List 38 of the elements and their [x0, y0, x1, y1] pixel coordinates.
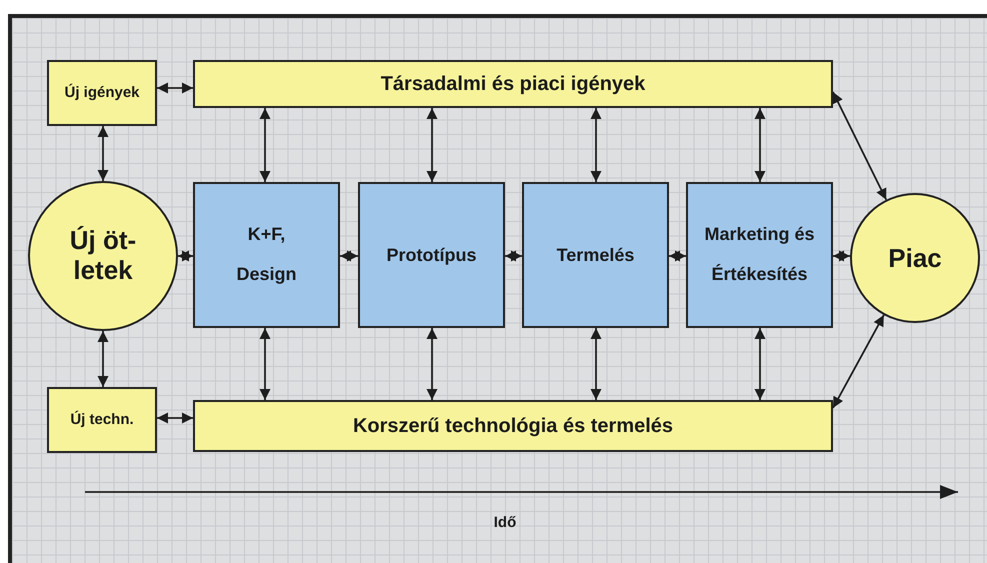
process-band: [193, 60, 833, 108]
double-arrow: [669, 250, 686, 262]
double-arrow: [505, 250, 522, 262]
process-box: [47, 387, 157, 453]
node-label: Korszerű technológia és termelés: [352, 414, 674, 439]
process-band: [193, 400, 833, 452]
double-arrow: [178, 250, 193, 262]
double-arrow: [98, 331, 108, 387]
double-arrow: [98, 126, 108, 181]
axis-label: Idő: [492, 513, 518, 533]
double-arrow: [590, 328, 602, 400]
double-arrow: [157, 412, 193, 424]
node-label: Termelés: [556, 244, 636, 266]
node-label: Marketing és Értékesítés: [703, 223, 816, 286]
node-label: Új techn.: [69, 410, 135, 430]
node-label: Új öt- letek: [68, 226, 138, 286]
double-arrow: [340, 250, 358, 262]
double-arrow: [260, 328, 270, 400]
node-label: Társadalmi és piaci igények: [380, 72, 646, 97]
process-box: [522, 182, 669, 328]
double-arrow: [832, 314, 885, 408]
double-arrow: [426, 108, 438, 182]
process-box: [47, 60, 157, 126]
double-arrow: [754, 328, 766, 400]
double-arrow: [833, 250, 850, 262]
node-label: Prototípus: [386, 244, 478, 267]
process-box: [686, 182, 833, 328]
double-arrow: [832, 92, 888, 200]
process-box: [358, 182, 505, 328]
process-box: [193, 182, 340, 328]
double-arrow: [157, 82, 193, 94]
double-arrow: [426, 328, 438, 400]
double-arrow: [590, 108, 602, 182]
node-label: Új igények: [63, 82, 141, 103]
node-label: K+F, Design: [235, 223, 298, 286]
double-arrow: [260, 108, 270, 182]
node-label: Piac: [887, 242, 943, 274]
double-arrow: [754, 108, 766, 182]
